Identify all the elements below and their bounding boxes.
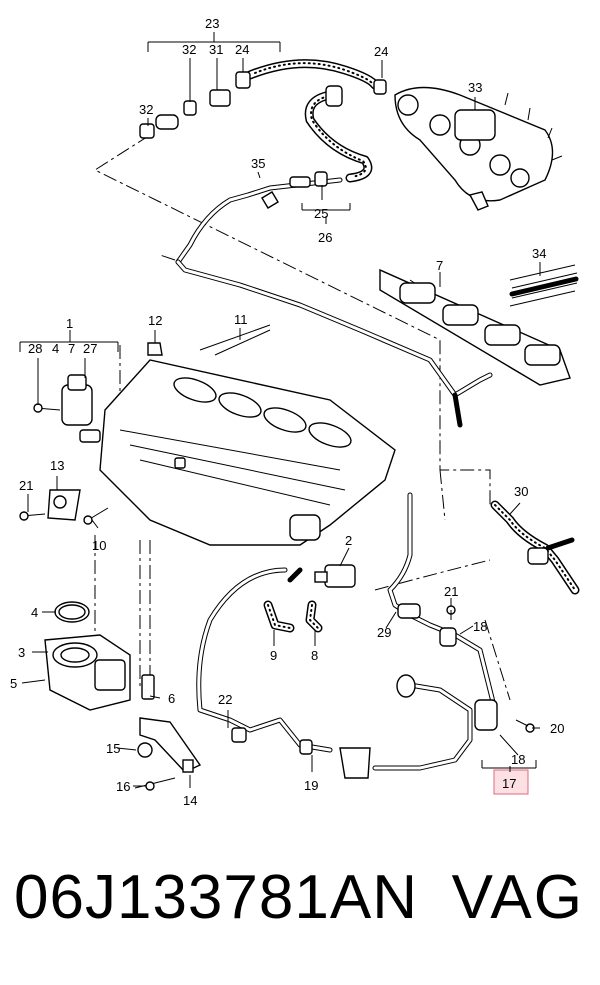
callout-18: 18 (511, 752, 525, 767)
highlighted-part-box (493, 769, 529, 795)
callout-24: 24 (235, 42, 249, 57)
callout-11: 11 (234, 312, 248, 327)
callout-27: 27 (83, 341, 97, 356)
bracket-14 (134, 674, 202, 791)
callout-29: 29 (377, 625, 391, 640)
callout-1: 1 (66, 316, 73, 331)
footer: 06J133781AN VAG (0, 862, 600, 962)
callout-23: 23 (205, 16, 219, 31)
callout-19: 19 (304, 778, 318, 793)
callout-18: 18 (473, 619, 487, 634)
callout-17: 17 (502, 776, 516, 791)
crankcase-breather-hose-group (139, 59, 387, 265)
callout-12: 12 (148, 313, 162, 328)
callout-4: 4 (52, 341, 59, 356)
callout-35: 35 (251, 156, 265, 171)
callout-14: 14 (183, 793, 197, 808)
callout-16: 16 (116, 779, 130, 794)
intake-manifold-1 (79, 324, 396, 546)
callout-33: 33 (468, 80, 482, 95)
callout-20: 20 (550, 721, 564, 736)
vacuum-line-17-assembly (339, 492, 580, 779)
callout-34: 34 (532, 246, 546, 261)
callout-3: 3 (18, 645, 25, 660)
callout-labels: 23 32 31 24 24 32 33 35 25 26 34 7 1 12 … (10, 16, 564, 808)
callout-28: 28 (28, 341, 42, 356)
callout-30: 30 (514, 484, 528, 499)
callout-9: 9 (270, 648, 277, 663)
gasket-7 (379, 268, 571, 386)
callout-32: 32 (139, 102, 153, 117)
solenoid-valve-2 (263, 564, 356, 633)
callout-13: 13 (50, 458, 64, 473)
throttle-body-3 (21, 601, 131, 711)
callout-2: 2 (345, 533, 352, 548)
callout-21: 21 (19, 478, 33, 493)
callout-15: 15 (106, 741, 120, 756)
exploded-parts-diagram: 23 32 31 24 24 32 33 35 25 26 34 7 1 12 … (10, 16, 580, 808)
brand-label: VAG (451, 863, 584, 932)
callout-6: 6 (168, 691, 175, 706)
callout-7: 7 (436, 258, 443, 273)
vacuum-pipe (175, 259, 493, 428)
lower-vacuum-pipe (196, 567, 333, 755)
callout-25: 25 (314, 206, 328, 221)
callout-32: 32 (182, 42, 196, 57)
callout-22: 22 (218, 692, 232, 707)
callout-5: 5 (10, 676, 17, 691)
intake-manifold-33 (394, 86, 563, 211)
callout-8: 8 (311, 648, 318, 663)
callout-7: 7 (68, 341, 75, 356)
callout-10: 10 (92, 538, 106, 553)
leader-lines (19, 32, 541, 788)
callout-21: 21 (444, 584, 458, 599)
sensor-27 (33, 374, 93, 426)
callout-26: 26 (318, 230, 332, 245)
part-number-label: 06J133781AN (14, 863, 418, 932)
bracket-13 (19, 489, 109, 525)
callout-4: 4 (31, 605, 38, 620)
fastener-set-34 (509, 264, 579, 307)
callout-24: 24 (374, 44, 388, 59)
callout-31: 31 (209, 42, 223, 57)
